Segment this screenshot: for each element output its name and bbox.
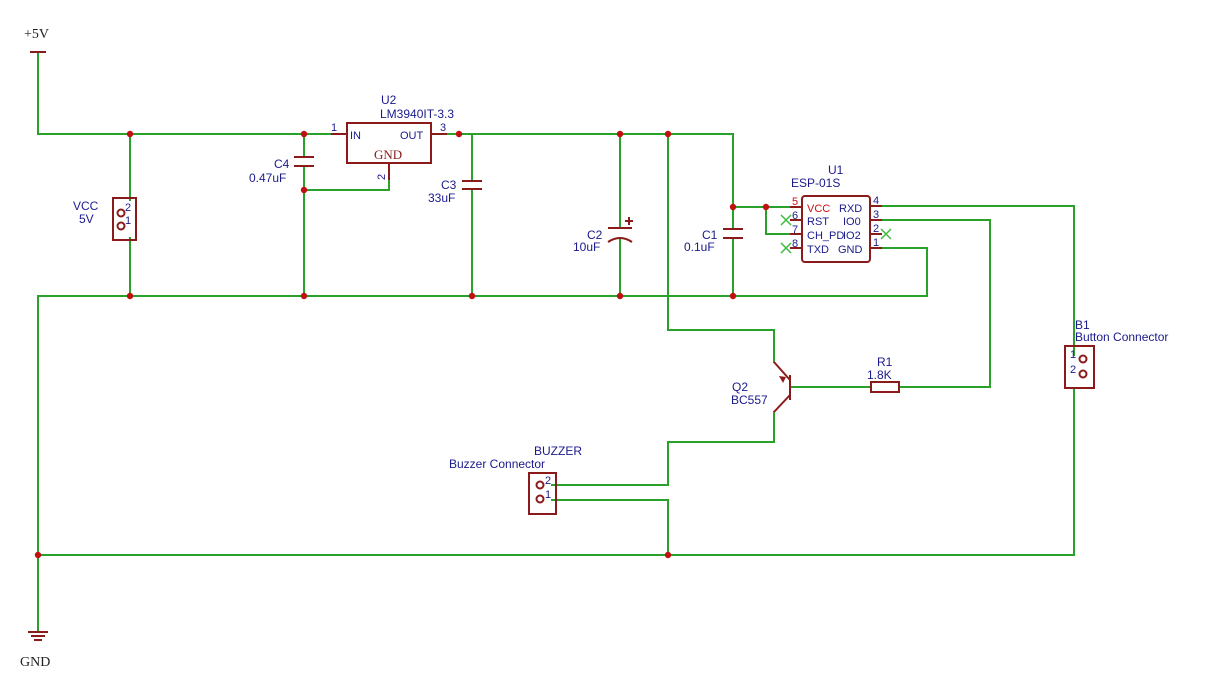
c2-ref: C2 (587, 228, 603, 242)
c4-ref: C4 (274, 157, 290, 171)
junction-dot (468, 292, 476, 300)
u1-pin8-number: 8 (792, 238, 798, 250)
c4-value: 0.47uF (249, 171, 286, 185)
u1-pin6-number: 6 (792, 210, 798, 222)
capacitor-c4[interactable]: C4 0.47uF (249, 156, 314, 185)
u1-pin-vcc-label: VCC (807, 203, 830, 215)
u2-ref: U2 (381, 93, 397, 107)
buzzer-value: Buzzer Connector (449, 457, 545, 471)
capacitor-c2[interactable]: C2 10uF (573, 217, 633, 254)
junction-dot (300, 186, 308, 194)
junction-dot (126, 292, 134, 300)
u1-pin-io2-label: IO2 (843, 230, 861, 242)
vcc-connector-pin1: 1 (125, 215, 131, 227)
vcc-connector-ref: VCC (73, 199, 99, 213)
b1-pin2: 2 (1070, 364, 1076, 376)
c3-ref: C3 (441, 178, 457, 192)
capacitor-c1[interactable]: C1 0.1uF (684, 228, 743, 254)
u1-pin-gnd-label: GND (838, 244, 863, 256)
capacitor-c3[interactable]: C3 33uF (428, 178, 482, 205)
no-connect-icon (780, 214, 792, 226)
b1-ref: B1 (1075, 318, 1090, 332)
u1-pin5-number: 5 (792, 196, 798, 208)
u2-pin-out-label: OUT (400, 130, 424, 142)
u2-pin1-number: 1 (331, 122, 337, 134)
supply-label: +5V (24, 27, 49, 42)
u2-pin2-number: 2 (376, 174, 388, 180)
ground-symbol: GND (20, 631, 50, 670)
module-u1-esp01s[interactable]: U1 ESP-01S 5 6 7 8 VCC RST CH_PD TXD 4 3… (790, 163, 882, 263)
junction-dot (616, 130, 624, 138)
ground-label: GND (20, 655, 50, 670)
u1-pin-chpd-label: CH_PD (807, 230, 844, 242)
q2-ref: Q2 (732, 380, 748, 394)
u1-pin-rxd-label: RXD (839, 203, 862, 215)
vcc-connector[interactable]: VCC 5V 2 1 (73, 197, 137, 241)
u1-pin7-number: 7 (792, 224, 798, 236)
u1-ref: U1 (828, 163, 844, 177)
c2-value: 10uF (573, 240, 600, 254)
u1-pin-txd-label: TXD (807, 244, 829, 256)
no-connect-markers (780, 214, 892, 254)
junction-dot (300, 292, 308, 300)
resistor-r1[interactable]: R1 1.8K (867, 355, 900, 393)
u2-pin3-number: 3 (440, 122, 446, 134)
u2-pin-in-label: IN (350, 130, 361, 142)
supply-symbol: +5V (24, 27, 49, 53)
junction-dot (664, 551, 672, 559)
junction-dot (616, 292, 624, 300)
u1-pin2-number: 2 (873, 223, 879, 235)
wires (37, 51, 1075, 633)
u2-pin-gnd-label: GND (374, 147, 402, 162)
u2-value: LM3940IT-3.3 (380, 107, 454, 121)
junction-dot (729, 203, 737, 211)
b1-pin1: 1 (1070, 349, 1076, 361)
buzzer-connector[interactable]: BUZZER Buzzer Connector 2 1 (449, 444, 582, 515)
u1-pin4-number: 4 (873, 195, 879, 207)
junction-dot (664, 130, 672, 138)
no-connect-icon (880, 228, 892, 240)
q2-value: BC557 (731, 393, 768, 407)
junction-dot (729, 292, 737, 300)
junctions (34, 130, 770, 559)
c1-ref: C1 (702, 228, 718, 242)
buzzer-pin2: 2 (545, 475, 551, 487)
regulator-u2[interactable]: U2 LM3940IT-3.3 IN OUT GND 1 3 2 (331, 93, 454, 180)
u1-pin3-number: 3 (873, 209, 879, 221)
c3-value: 33uF (428, 191, 455, 205)
vcc-connector-pin2: 2 (125, 202, 131, 214)
buzzer-pin1: 1 (545, 489, 551, 501)
junction-dot (126, 130, 134, 138)
no-connect-icon (780, 242, 792, 254)
u1-value: ESP-01S (791, 176, 840, 190)
r1-ref: R1 (877, 355, 893, 369)
buzzer-ref: BUZZER (534, 444, 582, 458)
button-connector-b1[interactable]: B1 Button Connector 1 2 (1064, 318, 1168, 389)
junction-dot (762, 203, 770, 211)
u1-pin1-number: 1 (873, 237, 879, 249)
u1-pin-rst-label: RST (807, 216, 829, 228)
u1-pin-io0-label: IO0 (843, 216, 861, 228)
junction-dot (455, 130, 463, 138)
vcc-connector-value: 5V (79, 212, 94, 226)
b1-value: Button Connector (1075, 330, 1168, 344)
r1-value: 1.8K (867, 368, 892, 382)
junction-dot (300, 130, 308, 138)
transistor-q2[interactable]: Q2 BC557 (731, 361, 791, 413)
junction-dot (34, 551, 42, 559)
c1-value: 0.1uF (684, 240, 715, 254)
